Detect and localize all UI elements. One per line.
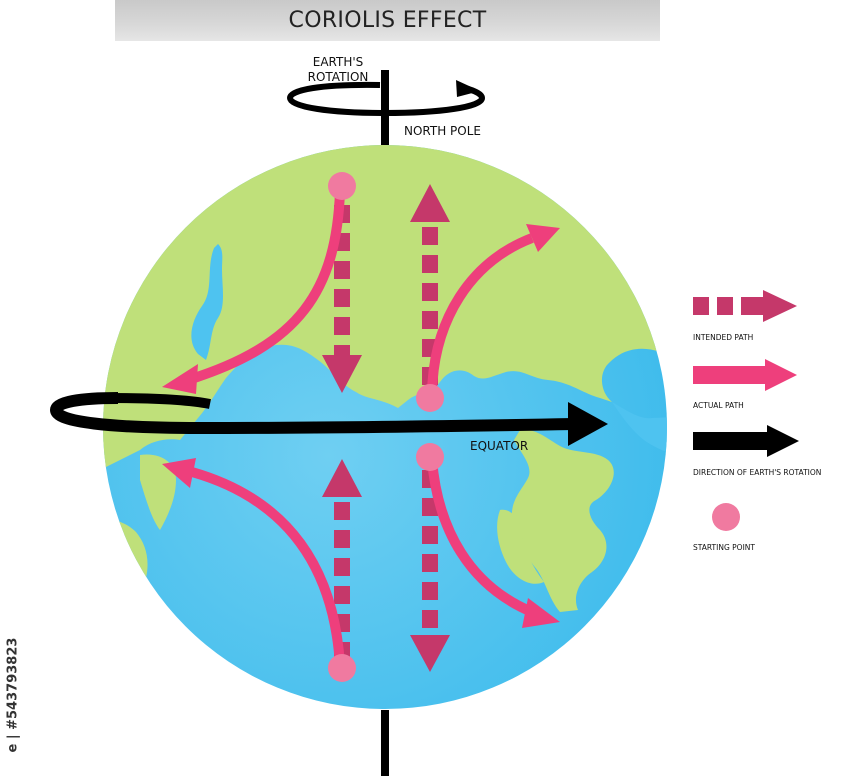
equator-label: EQUATOR — [470, 439, 528, 453]
intended-path-north-up — [410, 184, 450, 385]
legend-label-rotation: DIRECTION OF EARTH'S ROTATION — [693, 468, 821, 477]
curved-arrow-icon — [693, 359, 797, 391]
legend-label-intended-path: INTENDED PATH — [693, 333, 753, 342]
black-arrow-icon — [693, 425, 799, 457]
side-identifier: e | #543793823 — [5, 637, 21, 753]
diagram-title: CORIOLIS EFFECT — [288, 8, 487, 33]
intended-path-south-up — [322, 459, 362, 660]
earth-rotation-label-2: ROTATION — [308, 70, 369, 84]
earth-rotation-label-1: EARTH'S — [313, 55, 364, 69]
title-banner: CORIOLIS EFFECT — [115, 0, 660, 41]
starting-point-south-right — [416, 443, 444, 471]
starting-point-north-left — [328, 172, 356, 200]
legend-label-starting-point: STARTING POINT — [693, 543, 755, 552]
starting-point-south-left — [328, 654, 356, 682]
legend: INTENDED PATH ACTUAL PATH DIRECTION OF E… — [693, 290, 821, 552]
legend-label-actual-path: ACTUAL PATH — [693, 401, 744, 410]
north-pole-label: NORTH POLE — [404, 124, 481, 138]
intended-path-north-down — [322, 205, 362, 393]
dashed-arrow-icon — [693, 290, 797, 322]
land-masses — [103, 145, 667, 612]
starting-point-icon — [712, 503, 740, 531]
starting-point-north-right — [416, 384, 444, 412]
actual-path-southeast — [427, 459, 560, 628]
actual-path-southwest — [162, 458, 345, 666]
actual-path-northeast — [427, 224, 560, 393]
intended-path-south-down — [410, 470, 450, 672]
actual-path-northwest — [162, 191, 345, 394]
equator-rotation-arrow-icon — [49, 392, 608, 446]
rotation-arrow-top-icon — [286, 80, 486, 117]
